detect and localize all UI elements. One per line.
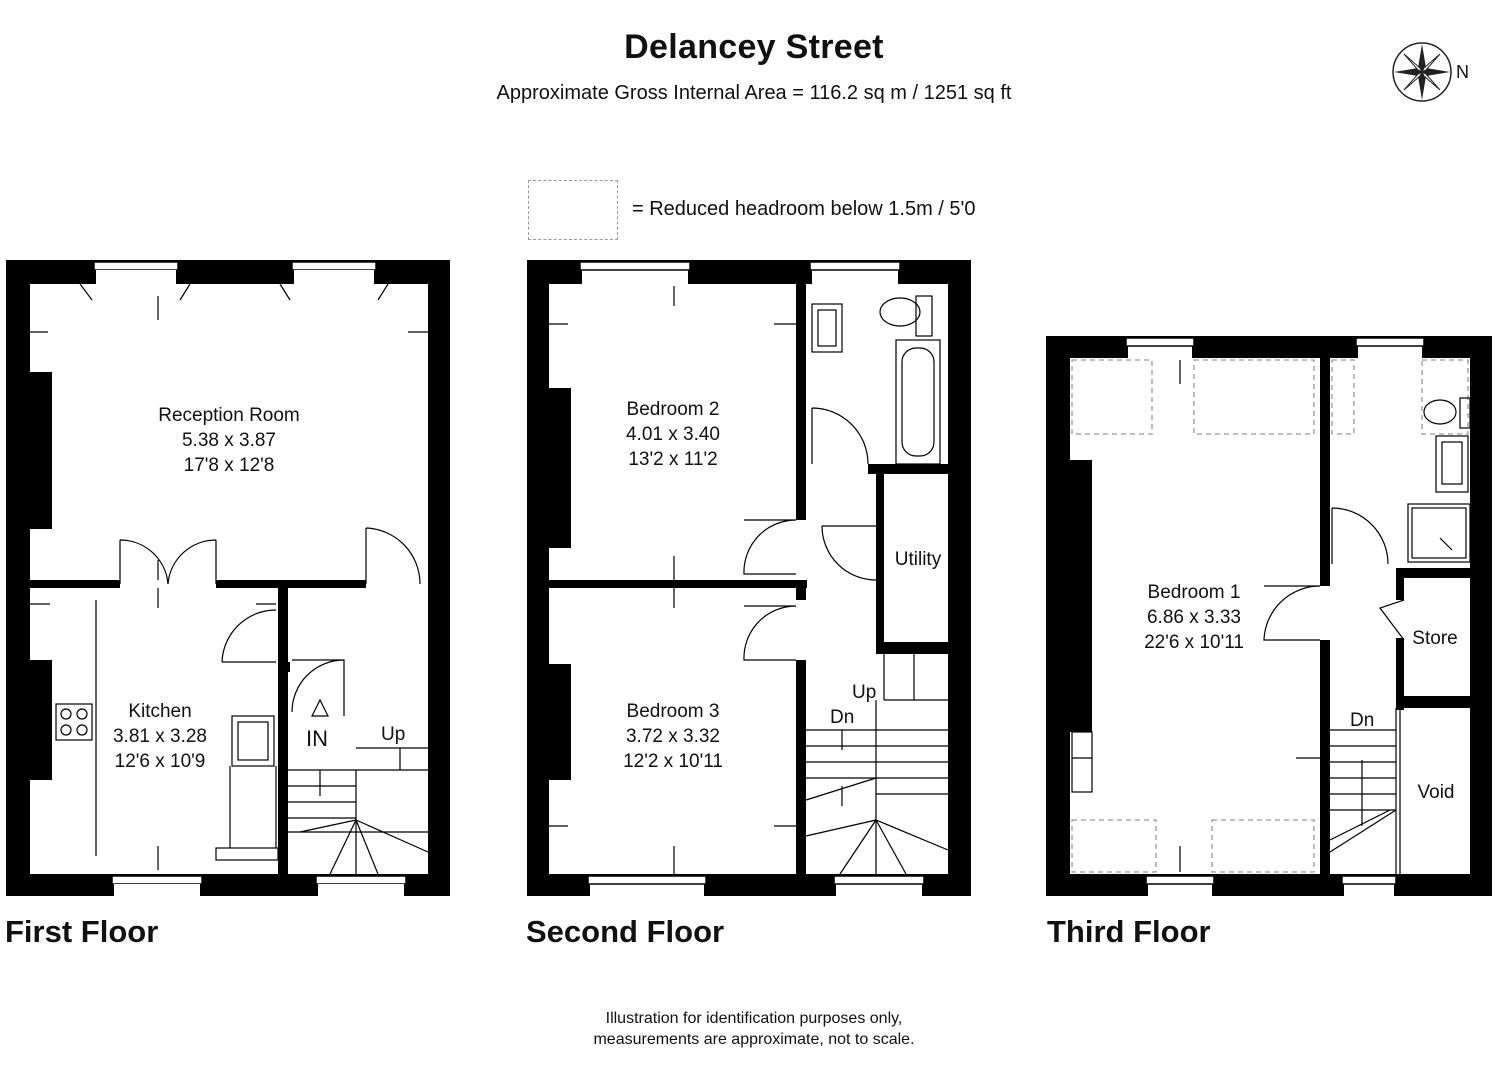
bedroom-3-name: Bedroom 3 [627,701,720,722]
third-floor-stairs-down: Dn [1350,710,1374,731]
bedroom-2-name: Bedroom 2 [627,399,720,420]
disclaimer: Illustration for identification purposes… [0,1008,1508,1050]
legend-label: = Reduced headroom below 1.5m / 5'0 [632,198,976,220]
bedroom-1-imperial: 22'6 x 10'11 [1144,632,1244,653]
entrance-label: IN [306,726,328,751]
bedroom-3-imperial: 12'2 x 10'11 [623,751,723,772]
kitchen-imperial: 12'6 x 10'9 [115,751,206,772]
bedroom-3-metric: 3.72 x 3.32 [626,726,720,747]
third-floor-label: Third Floor [1047,914,1211,949]
first-floor-stairs-up: Up [381,724,405,745]
plan-title: Delancey Street [624,28,884,66]
second-floor-details [549,286,949,875]
third-floor-details [1071,360,1471,874]
area-subtitle: Approximate Gross Internal Area = 116.2 … [496,82,1012,104]
reception-room-imperial: 17'8 x 12'8 [184,455,275,476]
store-label: Store [1412,628,1457,649]
first-floor-window-gaps [96,270,428,896]
bedroom-2-imperial: 13'2 x 11'2 [628,449,717,470]
first-floor-windows [93,261,407,885]
first-floor-plan [6,260,450,896]
reduced-headroom-swatch [528,180,618,240]
second-floor-plan [527,260,971,896]
third-floor-plan [1046,336,1492,896]
kitchen-name: Kitchen [128,701,191,722]
reduced-headroom-zones [1071,359,1469,873]
first-floor-label: First Floor [5,914,159,949]
bedroom-1-metric: 6.86 x 3.33 [1147,607,1241,628]
kitchen-metric: 3.81 x 3.28 [113,726,207,747]
disclaimer-line-2: measurements are approximate, not to sca… [593,1031,915,1048]
reception-room-name: Reception Room [158,405,300,426]
first-floor-details [30,283,429,875]
bedroom-1-name: Bedroom 1 [1148,582,1241,603]
disclaimer-line-1: Illustration for identification purposes… [605,1010,903,1027]
bedroom-2-metric: 4.01 x 3.40 [626,424,720,445]
reception-room-metric: 5.38 x 3.87 [182,430,276,451]
void-label: Void [1418,782,1455,803]
second-floor-stairs-up: Up [852,682,876,703]
compass-icon [1390,40,1454,109]
utility-label: Utility [895,549,942,570]
compass-north-label: N [1456,62,1469,82]
second-floor-stairs-down: Dn [830,707,854,728]
second-floor-label: Second Floor [526,914,725,949]
